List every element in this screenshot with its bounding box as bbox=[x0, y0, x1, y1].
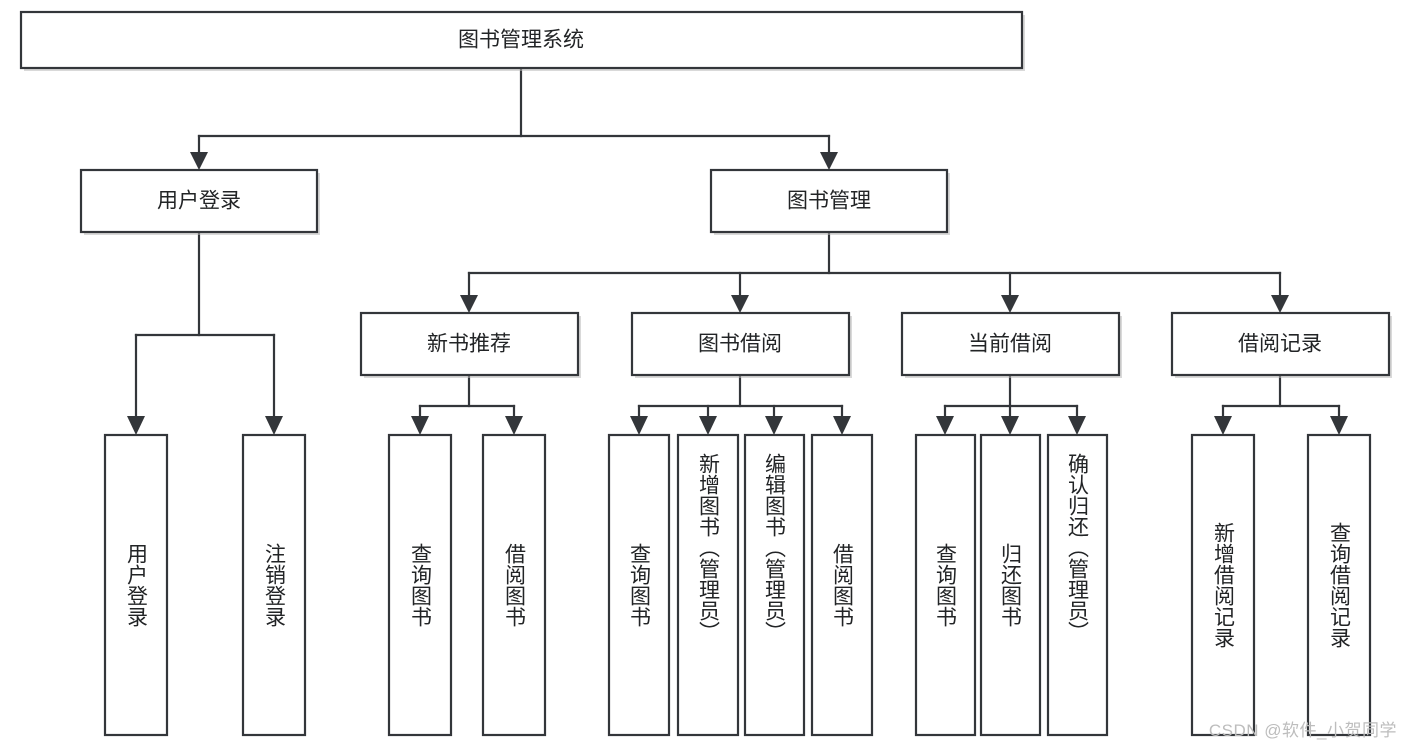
arrow-icon bbox=[731, 295, 749, 313]
leaf-query-borrow-record-label: 查询借阅记录 bbox=[1328, 522, 1352, 648]
arrow-icon bbox=[820, 152, 838, 170]
leaf-add-book-admin-label: 新增图书（管理员） bbox=[697, 453, 721, 642]
leaf-borrow-book-borrow-box[interactable] bbox=[810, 433, 874, 737]
node-current-borrow-label: 当前借阅 bbox=[968, 333, 1052, 356]
arrow-icon bbox=[1330, 416, 1348, 435]
leaf-query-borrow-record[interactable]: 查询借阅记录 bbox=[1306, 433, 1372, 737]
node-user-login-label: 用户登录 bbox=[157, 190, 241, 213]
leaf-logout[interactable]: 注销登录 bbox=[241, 433, 307, 737]
leaf-query-book-current[interactable]: 查询图书 bbox=[914, 433, 977, 737]
arrow-icon bbox=[699, 416, 717, 435]
leaf-query-book-borrow-box[interactable] bbox=[607, 433, 671, 737]
leaf-return-book-box[interactable] bbox=[979, 433, 1042, 737]
node-book-management-label: 图书管理 bbox=[787, 190, 871, 213]
arrow-icon bbox=[833, 416, 851, 435]
leaf-add-borrow-record[interactable]: 新增借阅记录 bbox=[1190, 433, 1256, 737]
leaf-logout-box[interactable] bbox=[241, 433, 307, 737]
arrow-icon bbox=[630, 416, 648, 435]
leaf-borrow-book-new-label: 借阅图书 bbox=[503, 543, 527, 627]
node-borrow-record-label: 借阅记录 bbox=[1238, 333, 1322, 356]
leaf-confirm-return-admin-label: 确认归还（管理员） bbox=[1066, 453, 1090, 642]
leaf-query-borrow-record-box[interactable] bbox=[1306, 433, 1372, 737]
leaf-edit-book-admin-box[interactable] bbox=[743, 433, 806, 737]
node-root-label: 图书管理系统 bbox=[458, 29, 584, 52]
leaf-user-login-label: 用户登录 bbox=[125, 543, 149, 627]
leaf-query-book-new[interactable]: 查询图书 bbox=[387, 433, 453, 737]
arrow-icon bbox=[127, 416, 145, 435]
arrow-icon bbox=[460, 295, 478, 313]
arrow-icon bbox=[190, 152, 208, 170]
leaf-confirm-return-admin[interactable]: 确认归还（管理员） bbox=[1046, 433, 1109, 737]
node-book-management-box[interactable] bbox=[709, 168, 949, 234]
leaf-logout-label: 注销登录 bbox=[263, 543, 287, 627]
arrow-icon bbox=[265, 416, 283, 435]
leaf-query-book-new-label: 查询图书 bbox=[409, 543, 433, 627]
arrow-icon bbox=[1001, 416, 1019, 435]
node-new-book-recommend-label: 新书推荐 bbox=[427, 333, 511, 356]
leaf-add-borrow-record-box[interactable] bbox=[1190, 433, 1256, 737]
leaf-query-book-current-label: 查询图书 bbox=[934, 543, 958, 627]
arrow-icon bbox=[505, 416, 523, 435]
arrow-icon bbox=[1068, 416, 1086, 435]
leaf-query-book-current-box[interactable] bbox=[914, 433, 977, 737]
arrow-icon bbox=[1271, 295, 1289, 313]
leaf-borrow-book-new-box[interactable] bbox=[481, 433, 547, 737]
arrow-heads bbox=[127, 152, 1348, 435]
leaf-query-book-borrow-label: 查询图书 bbox=[628, 543, 652, 627]
leaf-return-book-label: 归还图书 bbox=[999, 543, 1023, 627]
node-book-borrow-box[interactable] bbox=[630, 311, 851, 377]
arrow-icon bbox=[1214, 416, 1232, 435]
leaf-edit-book-admin-label: 编辑图书（管理员） bbox=[763, 453, 787, 642]
node-book-borrow[interactable]: 图书借阅 bbox=[630, 311, 852, 378]
leaf-add-book-admin-box[interactable] bbox=[676, 433, 740, 737]
leaf-confirm-return-admin-box[interactable] bbox=[1046, 433, 1109, 737]
leaf-query-book-borrow[interactable]: 查询图书 bbox=[607, 433, 671, 737]
leaf-add-book-admin[interactable]: 新增图书（管理员） bbox=[676, 433, 740, 737]
leaf-borrow-book-borrow[interactable]: 借阅图书 bbox=[810, 433, 874, 737]
leaf-query-book-new-box[interactable] bbox=[387, 433, 453, 737]
node-book-borrow-label: 图书借阅 bbox=[698, 333, 782, 356]
node-new-book-recommend[interactable]: 新书推荐 bbox=[359, 311, 581, 378]
leaf-return-book[interactable]: 归还图书 bbox=[979, 433, 1042, 737]
leaf-user-login-box[interactable] bbox=[103, 433, 169, 737]
node-borrow-record-box[interactable] bbox=[1170, 311, 1391, 377]
leaf-user-login[interactable]: 用户登录 bbox=[103, 433, 169, 737]
arrow-icon bbox=[765, 416, 783, 435]
node-new-book-recommend-box[interactable] bbox=[359, 311, 580, 377]
arrow-icon bbox=[411, 416, 429, 435]
node-current-borrow[interactable]: 当前借阅 bbox=[900, 311, 1122, 378]
node-user-login-box[interactable] bbox=[79, 168, 319, 234]
arrow-icon bbox=[936, 416, 954, 435]
leaf-borrow-book-new[interactable]: 借阅图书 bbox=[481, 433, 547, 737]
leaf-borrow-book-borrow-label: 借阅图书 bbox=[831, 543, 855, 627]
node-user-login[interactable]: 用户登录 bbox=[79, 168, 320, 235]
node-current-borrow-box[interactable] bbox=[900, 311, 1121, 377]
node-root-box[interactable] bbox=[19, 10, 1024, 70]
leaf-add-borrow-record-label: 新增借阅记录 bbox=[1212, 522, 1236, 648]
arrow-icon bbox=[1001, 295, 1019, 313]
leaf-edit-book-admin[interactable]: 编辑图书（管理员） bbox=[743, 433, 806, 737]
node-borrow-record[interactable]: 借阅记录 bbox=[1170, 311, 1392, 378]
node-root[interactable]: 图书管理系统 bbox=[19, 10, 1025, 71]
node-book-management[interactable]: 图书管理 bbox=[709, 168, 950, 235]
